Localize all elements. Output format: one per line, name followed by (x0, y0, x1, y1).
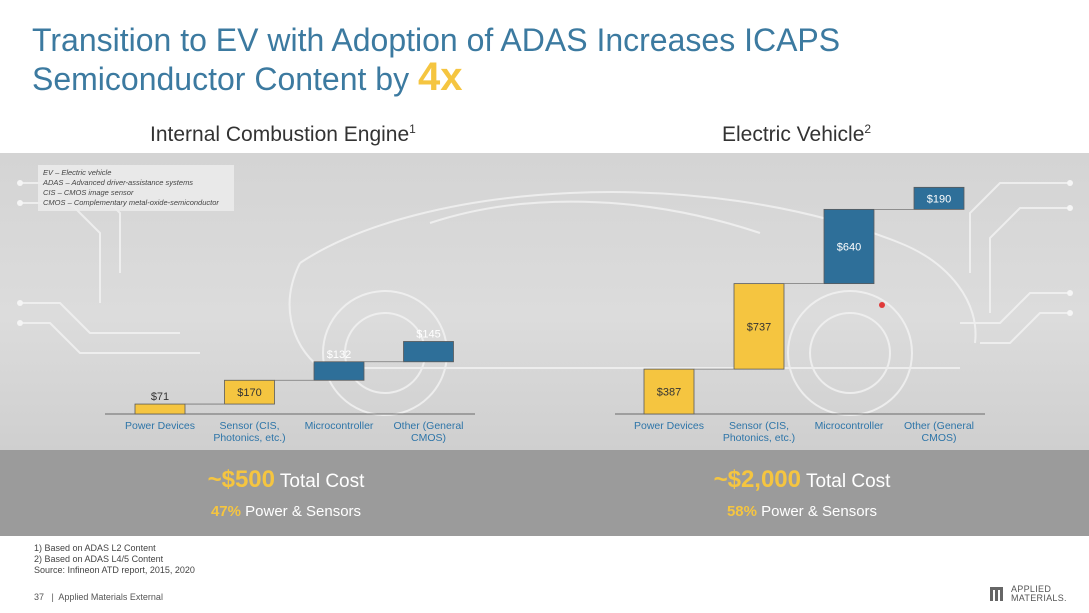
ev-bar-3 (823, 208, 875, 285)
ev-category-label: Sensor (CIS,Photonics, etc.) (722, 420, 796, 444)
summary-band (0, 450, 1089, 536)
ev-section-title: Electric Vehicle2 (722, 122, 872, 146)
footnote: Source: Infineon ATD report, 2015, 2020 (34, 565, 195, 575)
title-line-1: Transition to EV with Adoption of ADAS I… (32, 22, 841, 58)
footnote: 1) Based on ADAS L2 Content (34, 543, 156, 553)
ev-bar-label-1: $387 (657, 387, 681, 399)
slide-title: Transition to EV with Adoption of ADAS I… (32, 22, 840, 98)
ice-category-label: Microcontroller (304, 420, 374, 432)
waterfall-charts: $71 $170 $132 $145 $387 $737 $640 $190 (105, 186, 985, 415)
ev-category-label: Power Devices (633, 420, 705, 432)
footer-label: Applied Materials External (58, 592, 163, 602)
legend-note: ADAS – Advanced driver-assistance system… (43, 178, 194, 187)
ev-bar-label-4: $190 (927, 193, 951, 205)
ev-bar-2 (733, 283, 785, 370)
legend-note: EV – Electric vehicle (43, 168, 112, 177)
ice-power-sensor-share: 47% Power & Sensors (210, 503, 362, 520)
ice-total-cost: ~$500 Total Cost (207, 466, 365, 493)
ice-bar-label-2: $170 (237, 387, 261, 399)
ev-bar-label-3: $640 (837, 241, 861, 253)
ev-total-cost: ~$2,000 Total Cost (713, 466, 891, 493)
ice-bar-2 (224, 379, 275, 405)
ice-bar-3 (313, 361, 365, 381)
slide-footer: 37 | Applied Materials External (34, 592, 163, 602)
ice-bar-label-1: $71 (151, 391, 169, 403)
red-marker-dot (879, 302, 885, 308)
applied-materials-logo-icon (990, 587, 1003, 601)
ice-bar-4 (403, 341, 454, 363)
ice-category-label: Sensor (CIS,Photonics, etc.) (213, 420, 286, 444)
ice-category-label: Power Devices (124, 420, 196, 432)
applied-materials-logo: APPLIED MATERIALS. (988, 584, 1067, 604)
legend-note: CIS – CMOS image sensor (43, 188, 134, 197)
ev-bar-1 (643, 368, 695, 415)
ice-bar-label-4: $145 (416, 328, 440, 340)
ice-bar-label-3: $132 (327, 349, 351, 361)
ev-category-label: Microcontroller (814, 420, 884, 432)
footnote: 2) Based on ADAS L4/5 Content (34, 554, 164, 564)
abbreviations-legend: EV – Electric vehicle ADAS – Advanced dr… (38, 165, 234, 211)
ev-bar-label-2: $737 (747, 321, 771, 333)
title-highlight: 4x (417, 55, 463, 99)
ev-bar-4 (913, 186, 965, 210)
page-number: 37 (34, 592, 45, 602)
ev-power-sensor-share: 58% Power & Sensors (726, 503, 878, 520)
ice-section-title: Internal Combustion Engine1 (150, 122, 416, 146)
legend-note: CMOS – Complementary metal-oxide-semicon… (43, 198, 219, 207)
title-line-2: Semiconductor Content by (32, 61, 410, 97)
ice-bar-1 (134, 403, 186, 415)
footnotes: 1) Based on ADAS L2 Content 2) Based on … (34, 543, 195, 576)
